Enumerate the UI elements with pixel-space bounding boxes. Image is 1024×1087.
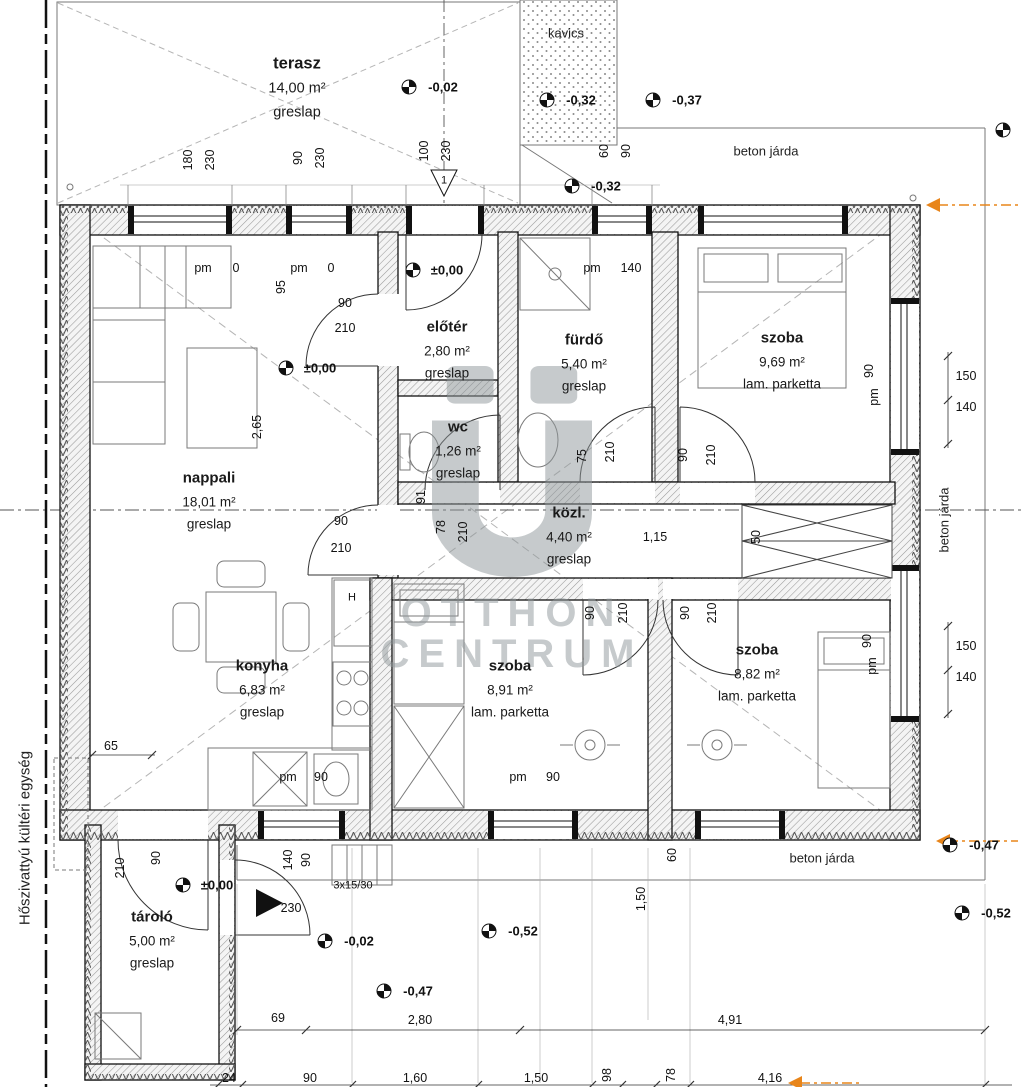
windows	[118, 206, 919, 935]
elevation-benchmark-icon	[954, 905, 970, 921]
plan-markers	[256, 169, 458, 917]
watermark-text-line2: CENTRUM	[380, 631, 644, 676]
elevation-benchmark-icon	[645, 92, 661, 108]
elevation-benchmark-icon	[401, 79, 417, 95]
furniture	[53, 237, 891, 1060]
elevation-benchmark-icon	[564, 178, 580, 194]
elevation-benchmark-icon	[942, 837, 958, 853]
elevation-benchmark-icon	[317, 933, 333, 949]
watermark-text-line1: OTTHON	[400, 591, 624, 635]
elevation-benchmark-icon	[405, 262, 421, 278]
heat-pump-outdoor-unit-label: Hőszivattyú kültéri egység	[16, 750, 34, 926]
elevation-benchmark-icon	[995, 122, 1011, 138]
elevation-benchmark-icon	[376, 983, 392, 999]
watermark: OTTHON CENTRUM	[357, 366, 667, 675]
elevation-benchmark-icon	[175, 877, 191, 893]
dashed-diagonals	[57, 2, 919, 839]
watermark-logo-icon	[432, 366, 592, 578]
elevation-benchmark-icon	[481, 923, 497, 939]
wardrobe-corridor	[741, 504, 893, 579]
elevation-benchmark-icon	[278, 360, 294, 376]
dimension-lines	[87, 184, 1012, 1087]
door-swings	[117, 233, 756, 936]
elevation-benchmark-icon	[539, 92, 555, 108]
site-lines	[56, 0, 986, 881]
